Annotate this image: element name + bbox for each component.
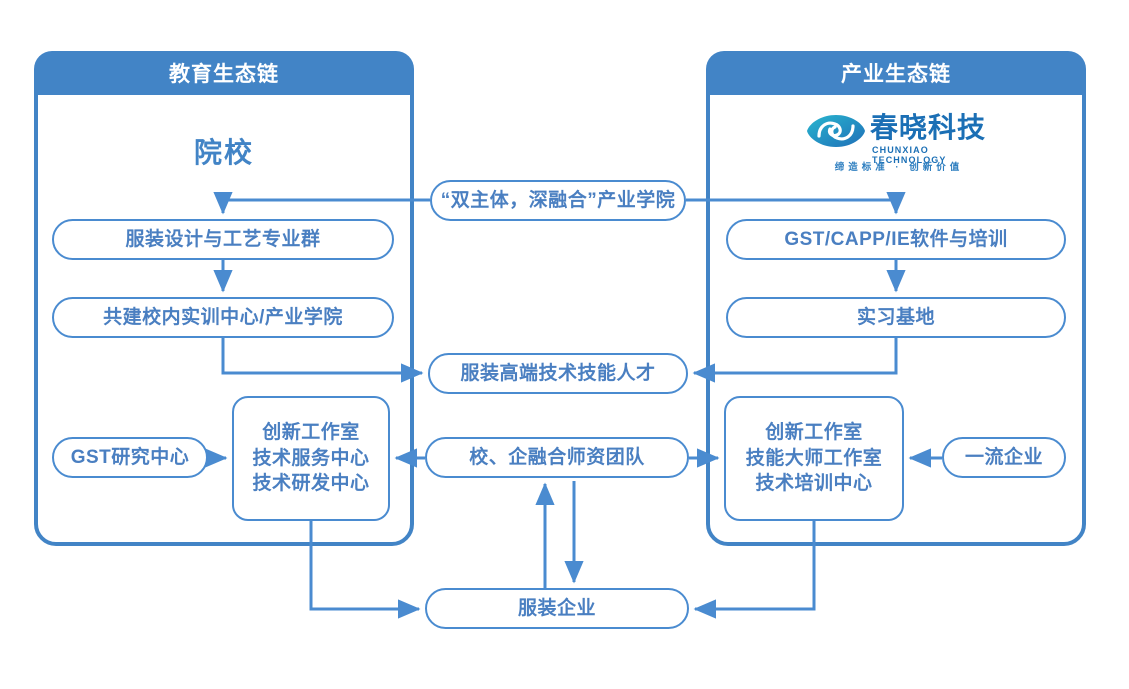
- node-label-line-2: 技术服务中心: [252, 447, 370, 469]
- node-dual-subject-industry-college[interactable]: “双主体，深融合”产业学院: [430, 180, 686, 221]
- node-apparel-design-major-group[interactable]: 服装设计与工艺专业群: [52, 219, 394, 260]
- panel-industry-header: 产业生态链: [706, 51, 1086, 95]
- logo-name-cn: 春晓科技: [870, 112, 987, 143]
- node-label: 一流企业: [964, 446, 1043, 468]
- panel-education-header: 教育生态链: [34, 51, 414, 95]
- node-label: 共建校内实训中心/产业学院: [103, 306, 343, 328]
- node-label: GST/CAPP/IE软件与培训: [784, 228, 1008, 250]
- logo-name-en: CHUNXIAO TECHNOLOGY: [872, 145, 947, 165]
- node-school-enterprise-faculty-team[interactable]: 校、企融合师资团队: [425, 437, 689, 478]
- node-label: 实习基地: [856, 306, 935, 328]
- node-gst-capp-ie-software-training[interactable]: GST/CAPP/IE软件与培训: [726, 219, 1066, 260]
- node-left-innovation-studio-group[interactable]: 创新工作室 技术服务中心 技术研发中心: [232, 396, 390, 521]
- chunxiao-logo: 春晓科技 CHUNXIAO TECHNOLOGY 缔造标准 · 创新价值: [806, 112, 992, 174]
- node-label-line-3: 技术研发中心: [252, 473, 370, 495]
- node-label-line-1: 创新工作室: [262, 422, 360, 444]
- node-label: 服装设计与工艺专业群: [125, 228, 321, 250]
- node-label: 服装企业: [517, 597, 596, 619]
- node-label: “双主体，深融合”产业学院: [440, 189, 676, 211]
- node-joint-campus-training-center[interactable]: 共建校内实训中心/产业学院: [52, 297, 394, 338]
- node-internship-base[interactable]: 实习基地: [726, 297, 1066, 338]
- logo-slogan: 缔造标准 · 创新价值: [834, 162, 964, 173]
- node-label: GST研究中心: [70, 446, 190, 468]
- node-high-end-apparel-talent[interactable]: 服装高端技术技能人才: [428, 353, 688, 394]
- node-label-line-3: 技术培训中心: [755, 473, 873, 495]
- node-apparel-enterprise[interactable]: 服装企业: [425, 588, 689, 629]
- node-label: 服装高端技术技能人才: [460, 362, 656, 384]
- node-label-line-2: 技能大师工作室: [745, 447, 883, 469]
- node-label-line-1: 创新工作室: [765, 422, 863, 444]
- panel-education-inner-title: 院校: [193, 137, 254, 168]
- node-label: 校、企融合师资团队: [469, 446, 645, 468]
- node-top-tier-enterprise[interactable]: 一流企业: [942, 437, 1066, 478]
- node-gst-research-center[interactable]: GST研究中心: [52, 437, 208, 478]
- eye-swirl-logo-icon: [807, 115, 865, 147]
- node-right-innovation-studio-group[interactable]: 创新工作室 技能大师工作室 技术培训中心: [724, 396, 904, 521]
